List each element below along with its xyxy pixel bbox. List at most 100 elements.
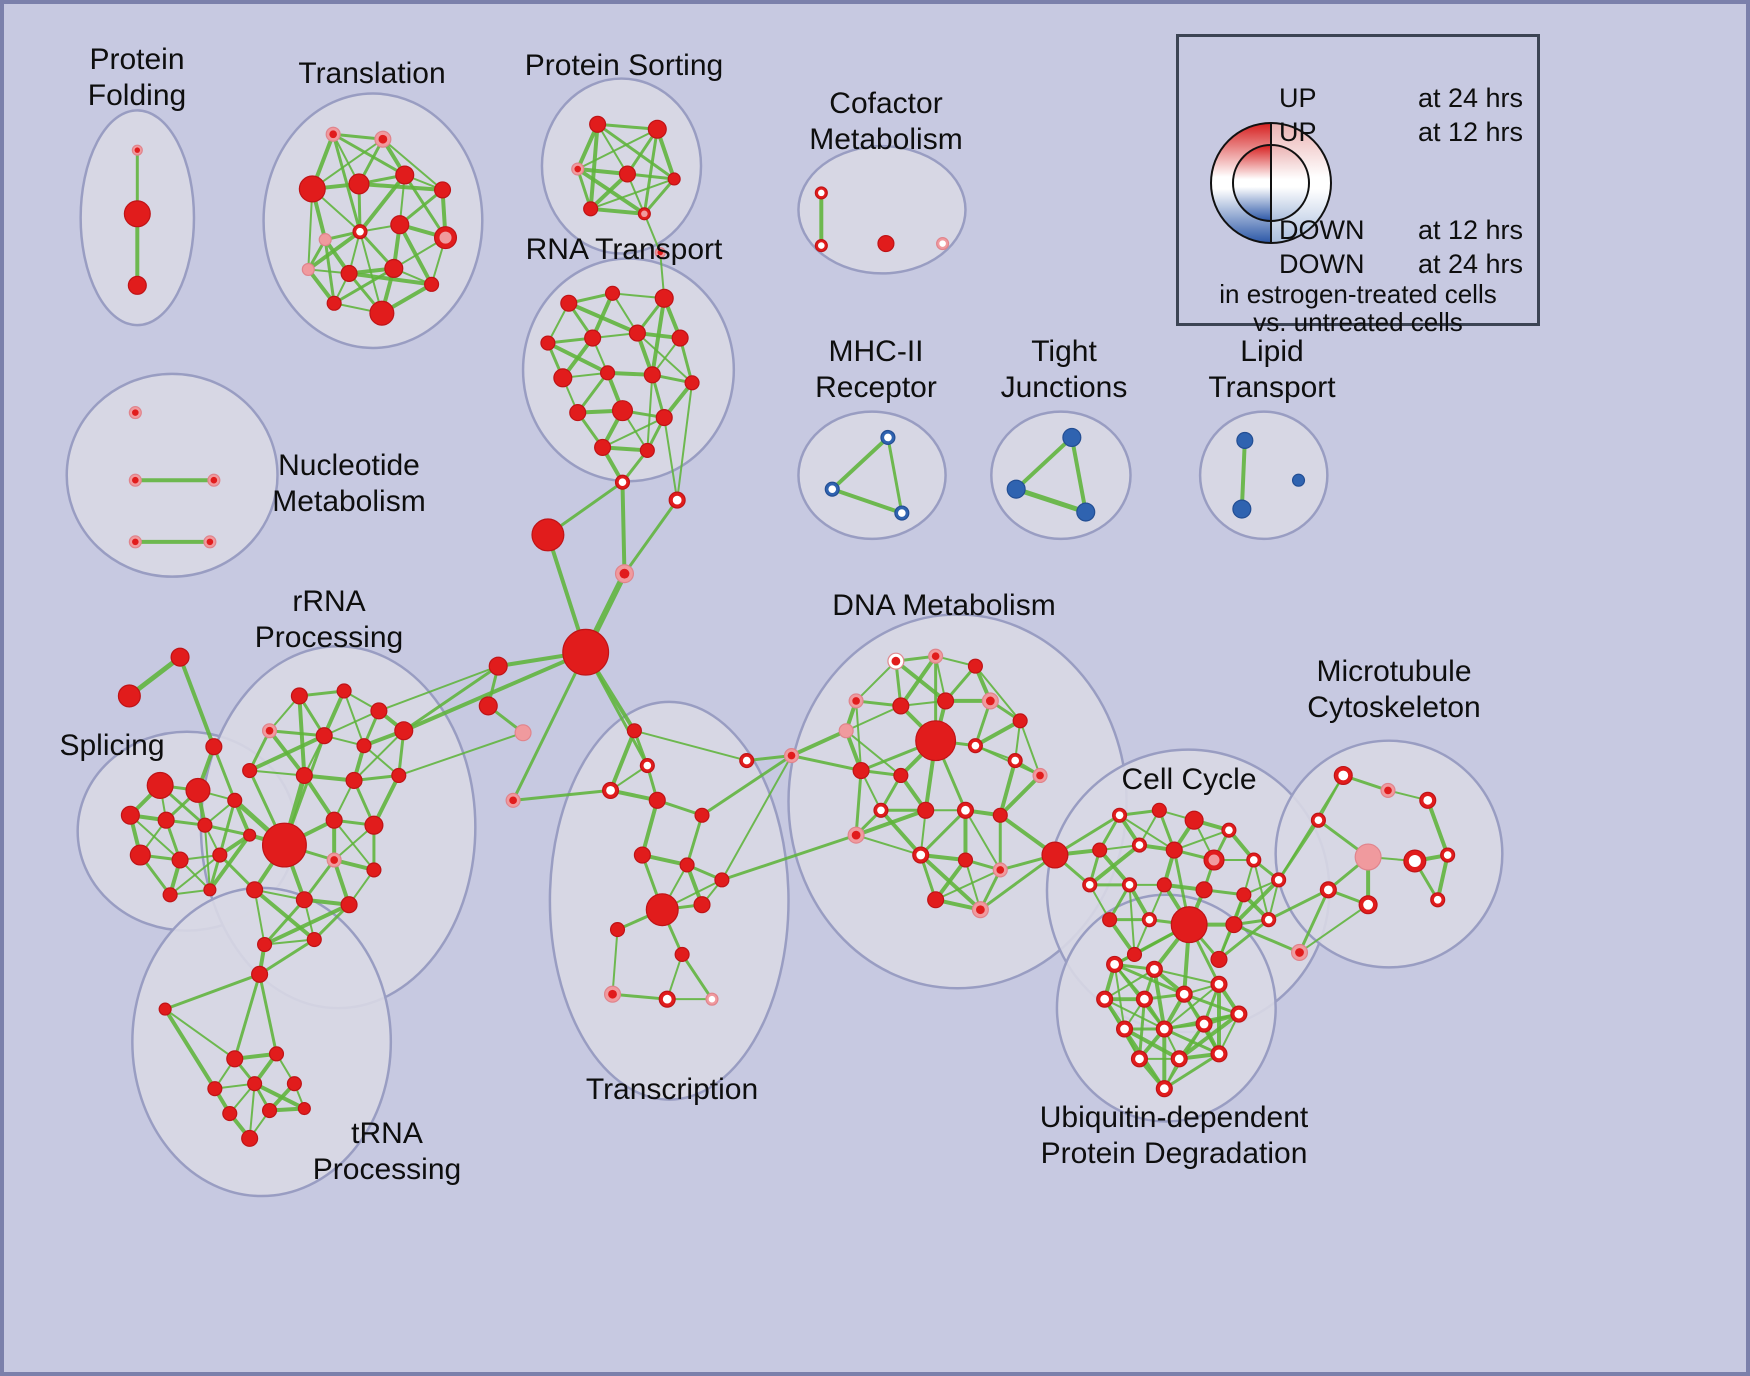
gene-node	[1236, 431, 1254, 449]
gene-node	[1184, 810, 1204, 830]
gene-node	[185, 777, 211, 803]
edge	[1069, 435, 1088, 515]
edge	[1298, 903, 1370, 954]
legend-time-label: at 12 hrs	[1417, 215, 1523, 245]
edge	[789, 728, 849, 758]
edge	[720, 833, 858, 882]
edge	[974, 665, 1022, 722]
gene-node	[892, 697, 910, 715]
cluster-ellipse-tn	[131, 886, 393, 1198]
edge	[636, 332, 694, 384]
edge	[403, 173, 448, 240]
gene-node	[424, 276, 440, 292]
gene-node	[992, 807, 1008, 823]
gene-node	[158, 1002, 172, 1016]
edge	[1014, 435, 1074, 492]
gene-node-inner	[134, 147, 141, 153]
gene-node	[531, 518, 565, 552]
gene-node-inner	[898, 509, 906, 517]
gene-node-inner	[606, 786, 615, 795]
gene-node	[628, 324, 646, 342]
edge	[589, 177, 676, 210]
gene-node	[205, 738, 223, 756]
edge	[302, 773, 337, 823]
edge	[1162, 1027, 1221, 1056]
edge	[1231, 877, 1281, 927]
gene-node-inner	[787, 751, 796, 760]
gene-node	[1210, 950, 1228, 968]
gene-node	[957, 852, 974, 868]
gene-node-inner	[931, 652, 940, 661]
edge	[1128, 883, 1136, 956]
gene-node	[197, 817, 213, 833]
gene-node	[117, 684, 141, 708]
gene-node	[937, 692, 955, 710]
gene-node	[639, 442, 655, 458]
gene-node-inner	[708, 995, 716, 1003]
gene-node-inner	[657, 249, 663, 256]
gene-node	[127, 275, 147, 295]
gene-node	[1354, 843, 1382, 871]
edge	[248, 1082, 256, 1140]
edge	[1425, 798, 1450, 858]
gene-node	[326, 295, 342, 311]
edge	[918, 853, 983, 912]
edge	[1173, 829, 1230, 852]
gene-node	[917, 801, 935, 819]
edge	[297, 693, 307, 778]
edge	[1232, 923, 1302, 954]
edge	[1087, 843, 1142, 887]
gene-node-inner	[1011, 756, 1020, 765]
legend-row: UP at 12 hrs	[1279, 117, 1523, 148]
network-svg	[65, 77, 1504, 1198]
gene-node	[626, 723, 642, 739]
gene-node	[643, 366, 661, 384]
edge	[362, 744, 400, 777]
edge	[248, 769, 306, 777]
gene-node-inner	[1149, 964, 1159, 974]
gene-node	[560, 294, 578, 312]
gene-node	[562, 628, 610, 676]
gene-node	[391, 767, 407, 784]
gene-node	[1195, 881, 1213, 899]
gene-node	[647, 119, 667, 139]
gene-node	[348, 173, 370, 195]
gene-node-inner	[1234, 1009, 1244, 1019]
edge	[640, 798, 660, 858]
gene-node	[540, 335, 556, 351]
edge	[1019, 719, 1042, 777]
gene-node-inner	[356, 227, 364, 236]
edge	[1298, 888, 1330, 954]
edge	[934, 868, 1002, 901]
gene-node	[298, 175, 326, 203]
gene-node	[618, 165, 636, 183]
legend-time-label: at 24 hrs	[1417, 83, 1523, 113]
gene-node-inner	[641, 210, 648, 218]
edge	[258, 972, 278, 1056]
gene-node-inner	[985, 696, 995, 706]
gene-node	[129, 844, 151, 866]
gene-node	[120, 805, 140, 825]
edge	[596, 123, 629, 175]
gene-node-inner	[439, 231, 452, 244]
gene-node	[251, 965, 269, 983]
gene-node	[207, 1081, 223, 1097]
edge	[263, 898, 306, 946]
gene-node	[433, 181, 452, 199]
gene-node	[655, 409, 673, 427]
gene-node	[241, 1129, 259, 1147]
cluster-ellipse-mhc	[797, 410, 947, 541]
gene-node	[1102, 912, 1118, 928]
edge	[676, 381, 694, 502]
edge	[845, 704, 902, 732]
edge	[262, 902, 352, 947]
edge	[1267, 888, 1330, 922]
gene-node-inner	[996, 866, 1005, 874]
gene-node-inner	[1323, 885, 1333, 895]
gene-node-inner	[574, 165, 582, 173]
edge	[973, 718, 1023, 748]
gene-node-inner	[1115, 811, 1124, 820]
gene-node	[693, 896, 711, 914]
edge	[720, 754, 793, 881]
